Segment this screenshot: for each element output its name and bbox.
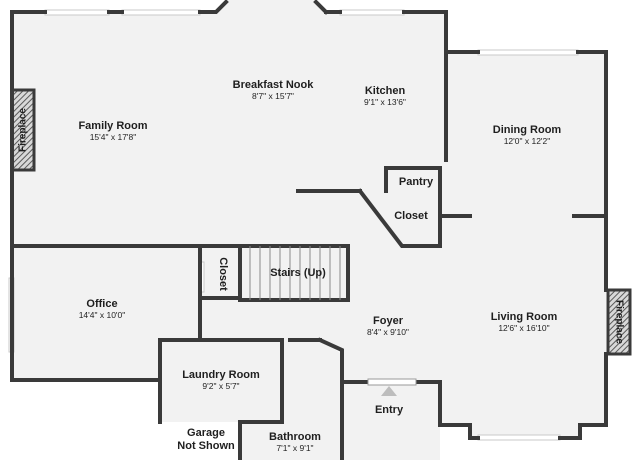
entry-arrow-icon	[381, 386, 397, 396]
kitchen-dims: 9'1" x 13'6"	[364, 97, 406, 107]
dining-room-label: Dining Room	[493, 124, 562, 136]
closet-hall-label: Closet	[217, 257, 229, 291]
bathroom-label: Bathroom	[269, 431, 321, 443]
garage-label: Garage	[187, 427, 225, 439]
family-room-label: Family Room	[78, 120, 147, 132]
foyer-label: Foyer	[373, 315, 404, 327]
family-room-dims: 15'4" x 17'8"	[90, 132, 137, 142]
breakfast-nook-label: Breakfast Nook	[233, 79, 315, 91]
stairs-label: Stairs (Up)	[270, 267, 326, 279]
foyer-dims: 8'4" x 9'10"	[367, 327, 409, 337]
garage-note: Not Shown	[177, 440, 235, 452]
floor-fill	[12, 0, 606, 460]
living-room-label: Living Room	[491, 311, 558, 323]
office-label: Office	[86, 298, 117, 310]
bathroom-dims: 7'1" x 9'1"	[276, 443, 313, 453]
stairs-treads	[249, 246, 341, 300]
office-dims: 14'4" x 10'0"	[79, 310, 126, 320]
closet-kitchen-label: Closet	[394, 210, 428, 222]
fireplace-right-icon	[606, 288, 632, 356]
fireplace-left-label: Fireplace	[18, 108, 29, 152]
fireplace-right-label: Fireplace	[613, 300, 624, 344]
pantry-label: Pantry	[399, 176, 434, 188]
dining-room-dims: 12'0" x 12'2"	[504, 136, 551, 146]
entry-door	[367, 378, 417, 386]
laundry-room-dims: 9'2" x 5'7"	[202, 381, 239, 391]
walls	[10, 0, 608, 460]
kitchen-label: Kitchen	[365, 85, 406, 97]
breakfast-nook-dims: 8'7" x 15'7"	[252, 91, 294, 101]
entry-label: Entry	[375, 404, 404, 416]
laundry-room-label: Laundry Room	[182, 369, 260, 381]
living-room-dims: 12'6" x 16'10"	[498, 323, 549, 333]
